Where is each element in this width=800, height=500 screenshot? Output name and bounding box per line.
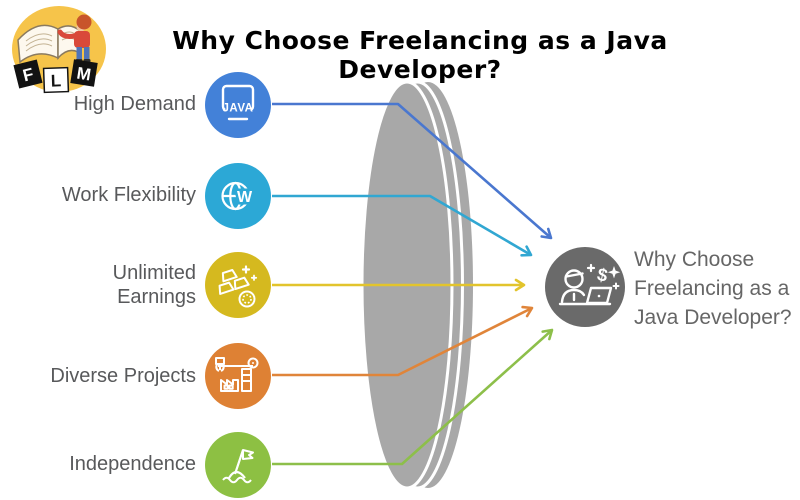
flm-logo: F L M bbox=[12, 6, 106, 94]
logo-tile-f: F bbox=[13, 59, 43, 89]
arrow-independence bbox=[272, 328, 554, 466]
reading-child-icon bbox=[57, 14, 92, 63]
factory-crane-icon bbox=[205, 343, 271, 409]
java-laptop-glyph: JAVA bbox=[221, 84, 255, 121]
svg-text:M: M bbox=[75, 63, 92, 84]
svg-text:F: F bbox=[21, 64, 36, 85]
page-title: Why Choose Freelancing as a Java Develop… bbox=[172, 26, 668, 84]
gold-bars-coin-icon bbox=[205, 252, 271, 318]
flag-island-glyph bbox=[222, 449, 254, 484]
won-letter: W bbox=[237, 189, 253, 206]
freelancer-glyph bbox=[558, 263, 620, 306]
coin-glyph bbox=[238, 290, 256, 308]
arrow-work-flexibility bbox=[272, 194, 533, 257]
item-label-high-demand: High Demand bbox=[73, 93, 196, 115]
item-label-unlimited-earnings: Unlimited Earnings bbox=[112, 262, 196, 308]
svg-text:JAVA: JAVA bbox=[223, 103, 254, 115]
result-label: Why Choose Freelancing as a Java Develop… bbox=[634, 248, 792, 329]
item-label-independence: Independence bbox=[69, 453, 196, 475]
svg-text:L: L bbox=[51, 71, 62, 90]
icon-circle bbox=[205, 252, 271, 318]
factory-crane-glyph bbox=[215, 357, 259, 392]
java-laptop-icon: JAVA bbox=[205, 72, 271, 138]
logo-tile-m: M bbox=[70, 59, 98, 87]
sparkle-star-glyph bbox=[607, 266, 621, 279]
logo-tile-l: L bbox=[42, 66, 70, 94]
globe-won-icon: W bbox=[205, 163, 271, 229]
item-label-work-flexibility: Work Flexibility bbox=[61, 184, 196, 206]
freelancer-earning-icon: $ bbox=[545, 247, 625, 327]
gold-bars-glyph bbox=[218, 268, 250, 295]
sparkle-plus-glyphs bbox=[241, 265, 258, 281]
arrow-high-demand bbox=[272, 102, 553, 240]
item-label-diverse-projects: Diverse Projects bbox=[50, 365, 196, 387]
result-circle bbox=[545, 247, 625, 327]
dollar-sign: $ bbox=[595, 264, 609, 286]
flag-island-icon bbox=[205, 432, 271, 498]
icon-circle bbox=[205, 343, 271, 409]
arrow-diverse-projects bbox=[272, 305, 534, 377]
globe-glyph bbox=[221, 181, 250, 211]
